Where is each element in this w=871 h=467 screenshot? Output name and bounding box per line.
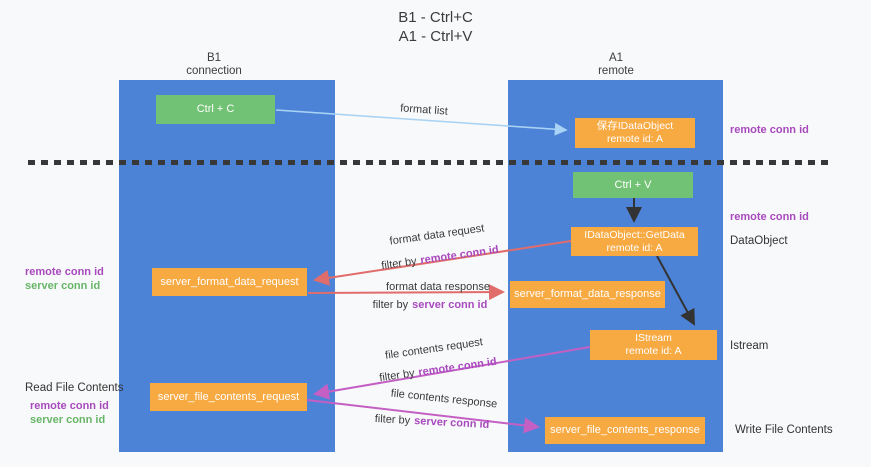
annotation-remote-conn-id-left-1: remote conn id xyxy=(25,266,104,278)
node-ctrl-c: Ctrl + C xyxy=(156,95,275,124)
node-save-idataobject-line1: 保存IDataObject xyxy=(596,120,674,132)
node-idataobject-getdata: IDataObject::GetData remote id: A xyxy=(571,227,698,256)
node-getdata-line1: IDataObject::GetData xyxy=(584,228,685,241)
node-server-file-contents-request: server_file_contents_request xyxy=(150,383,307,411)
label-remote-conn-id-accent: remote conn id xyxy=(417,355,498,379)
annotation-server-conn-id-left-2: server conn id xyxy=(30,414,106,426)
annotation-remote-conn-id-right-2: remote conn id xyxy=(730,211,809,223)
annotation-dataobject: DataObject xyxy=(730,235,788,247)
annotation-server-conn-id-left-1: server conn id xyxy=(25,280,101,292)
node-ctrl-c-label: Ctrl + C xyxy=(196,103,235,115)
lane-header-a1-sub: remote xyxy=(598,65,634,77)
annotation-write-file-contents: Write File Contents xyxy=(735,424,833,436)
label-file-contents-request: file contents request xyxy=(384,336,484,362)
node-save-idataobject: 保存IDataObject remote id: A xyxy=(575,118,695,148)
node-server-format-data-request-label: server_format_data_request xyxy=(160,275,299,288)
annotation-remote-conn-id-top-right: remote conn id xyxy=(730,124,809,136)
node-istream-line2: remote id: A xyxy=(625,345,682,357)
annotation-read-file-contents: Read File Contents xyxy=(25,382,124,394)
node-ctrl-v: Ctrl + V xyxy=(573,172,693,198)
label-format-data-request: format data request xyxy=(388,222,486,248)
annotation-istream: Istream xyxy=(730,340,769,352)
label-file-contents-response: file contents response xyxy=(390,387,498,411)
node-server-file-contents-response-label: server_file_contents_response xyxy=(550,424,700,436)
lane-header-a1-name: A1 xyxy=(608,52,624,64)
node-server-file-contents-response: server_file_contents_response xyxy=(545,417,705,444)
lane-header-b1-name: B1 xyxy=(206,52,222,64)
node-istream-line1: IStream xyxy=(635,332,672,344)
node-server-format-data-response: server_format_data_response xyxy=(510,281,665,308)
lane-header-b1-sub: connection xyxy=(186,65,242,77)
label-filter-by-text: filter by xyxy=(380,255,418,273)
node-ctrl-v-label: Ctrl + V xyxy=(614,178,652,191)
diagram-title: B1 - Ctrl+C A1 - Ctrl+V xyxy=(0,8,871,46)
label-format-list: format list xyxy=(399,102,449,118)
node-getdata-line2: remote id: A xyxy=(606,241,663,254)
label-format-data-response: format data response xyxy=(386,281,490,293)
diagram-title-line2: A1 - Ctrl+V xyxy=(398,28,473,45)
label-server-conn-id-accent: server conn id xyxy=(412,299,488,311)
label-filter-by-text: filter by xyxy=(374,413,411,427)
label-filter-by-text: filter by xyxy=(372,299,409,311)
lane-header-a1: A1 remote xyxy=(556,52,676,78)
node-save-idataobject-line2: remote id: A xyxy=(606,133,664,145)
label-server-conn-id-accent: server conn id xyxy=(413,415,490,431)
node-server-format-data-response-label: server_format_data_response xyxy=(514,288,661,300)
diagram-title-line1: B1 - Ctrl+C xyxy=(398,9,473,26)
node-istream: IStream remote id: A xyxy=(590,330,717,360)
label-filter-by-text: filter by xyxy=(378,367,416,385)
dashed-separator-line xyxy=(28,160,831,165)
lane-header-b1: B1 connection xyxy=(154,52,274,78)
annotation-remote-conn-id-left-2: remote conn id xyxy=(30,400,109,412)
label-remote-conn-id-accent: remote conn id xyxy=(419,243,500,267)
node-server-format-data-request: server_format_data_request xyxy=(152,268,307,296)
node-server-file-contents-request-label: server_file_contents_request xyxy=(157,390,300,403)
